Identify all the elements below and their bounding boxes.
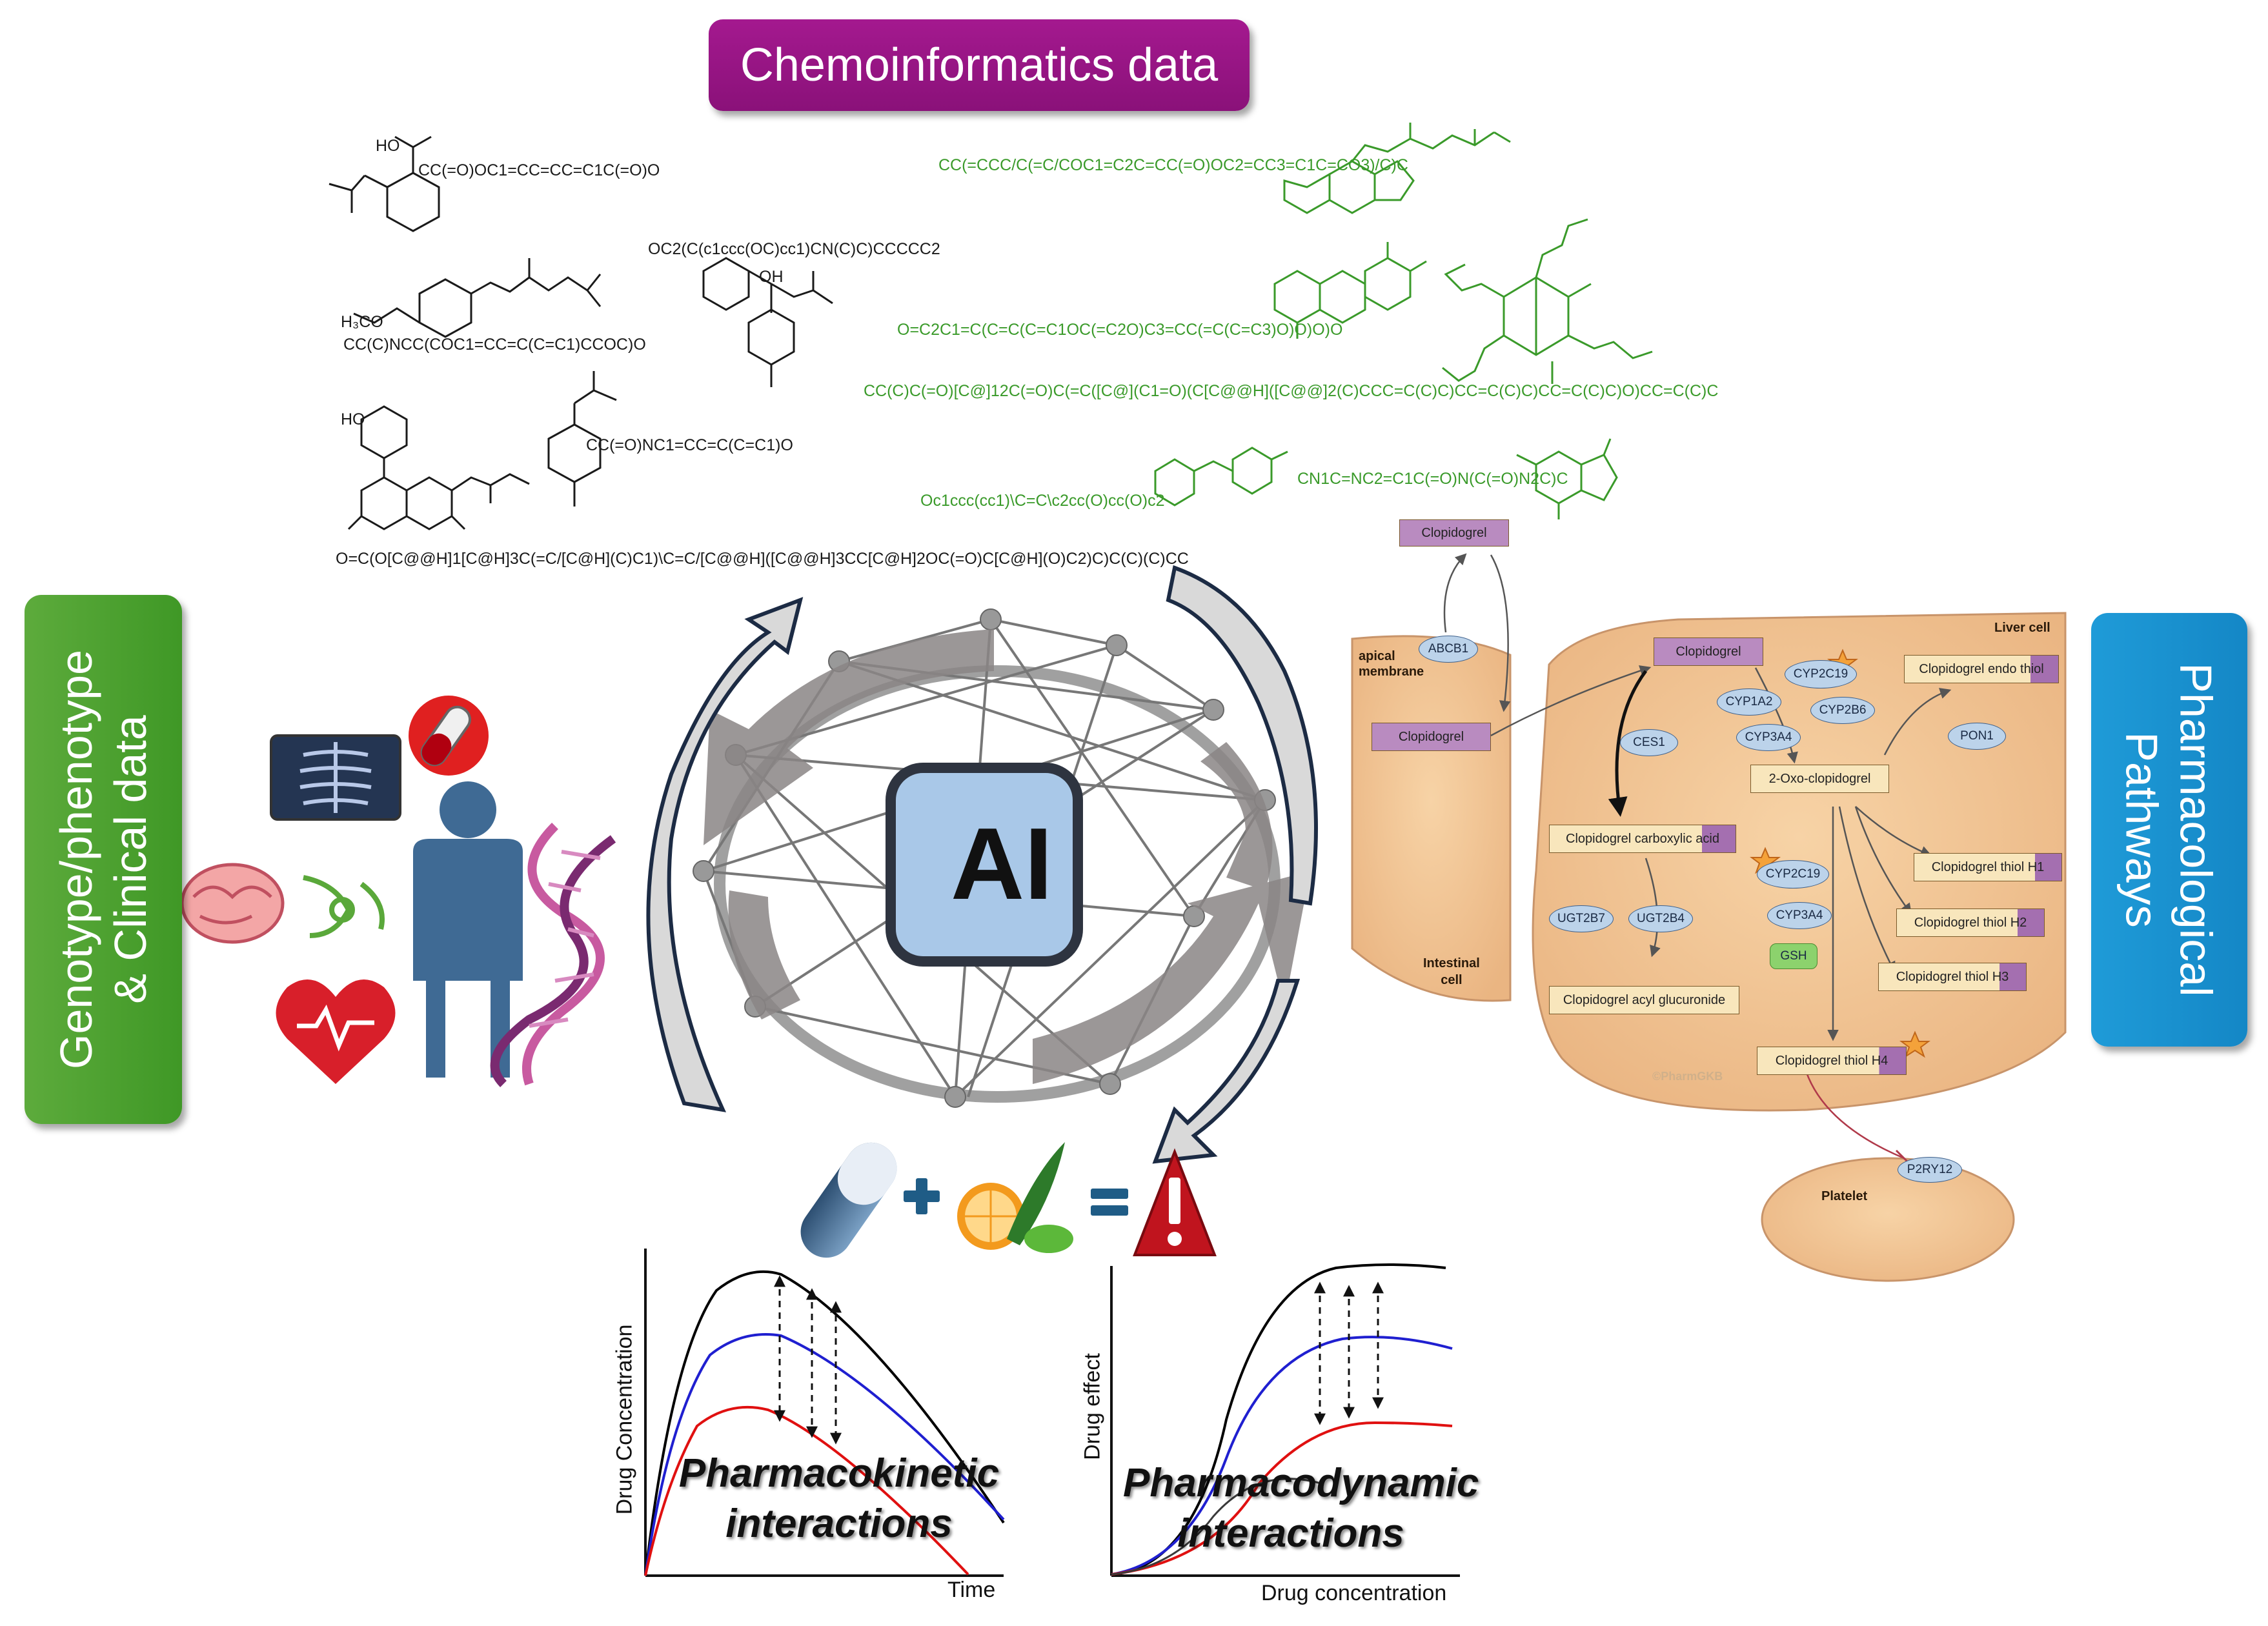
atom-label-oh: OH	[759, 268, 784, 286]
gsh-label: GSH	[1770, 943, 1817, 969]
ces1-enzyme: CES1	[1620, 729, 1678, 756]
dna-helix-icon	[490, 823, 616, 1087]
neuron-icon	[303, 875, 385, 938]
gray-cycle-arrows	[704, 629, 1310, 1084]
pk-title-line2: interactions	[725, 1501, 953, 1546]
smiles-venlafaxine: OC2(C(c1ccc(OC)cc1)CN(C)C)CCCCC2	[648, 240, 940, 258]
outer-cycle-arrows	[646, 565, 1318, 1164]
pk-plot-title: Pharmacokinetic interactions	[678, 1449, 1000, 1549]
heart-icon	[276, 979, 396, 1084]
pk-curve-blue	[644, 1333, 1005, 1576]
pd-plot	[1110, 1263, 1460, 1577]
smiles-caffeine: CN1C=NC2=C1C(=O)N(C(=O)N2C)C	[1297, 470, 1568, 488]
pd-curve-blue	[1111, 1336, 1453, 1576]
cyp2b6-enzyme: CYP2B6	[1810, 697, 1875, 724]
pd-y-axis-label: Drug effect	[1080, 1353, 1105, 1460]
simvastatin-structure	[347, 405, 530, 530]
liver-cell-label: Liver cell	[1994, 621, 2050, 635]
bergamottin-structure	[1283, 123, 1511, 214]
pd-title-line2: interactions	[1177, 1511, 1404, 1556]
pathways-label-line1: Pharmacological	[2171, 663, 2222, 997]
clopidogrel-intestinal-box: Clopidogrel	[1372, 723, 1491, 751]
pon1-enzyme: PON1	[1948, 723, 2006, 750]
equals-sign-icon	[1091, 1189, 1128, 1216]
pd-curve-dark	[1111, 1478, 1324, 1576]
aspirin-structure	[329, 136, 440, 232]
thiol-h4-box: Clopidogrel thiol H4	[1757, 1047, 1907, 1075]
intestinal-cell	[1351, 635, 1512, 1002]
smiles-bisoprolol: CC(C)NCC(COC1=CC=C(C=C1)CCOC)O	[343, 336, 646, 354]
thiol-h3-box: Clopidogrel thiol H3	[1878, 963, 2027, 991]
resveratrol-structure	[1154, 447, 1288, 507]
genotype-label-line2: & Clinical data	[105, 715, 156, 1004]
pharmgkb-watermark: ©PharmGKB	[1652, 1070, 1723, 1083]
ugt2b7-enzyme: UGT2B7	[1549, 905, 1614, 932]
ai-box	[886, 763, 1083, 967]
chemoinformatics-title: Chemoinformatics data	[709, 19, 1250, 111]
venlafaxine-structure	[702, 257, 833, 387]
platelet-cell	[1761, 1157, 2015, 1282]
carboxylic-acid-box: Clopidogrel carboxylic acid	[1549, 825, 1736, 853]
pathways-label-line2: Pathways	[2117, 732, 2168, 928]
pk-y-axis-label: Drug Concentration	[612, 1324, 637, 1515]
apical-membrane-label: apical membrane	[1359, 649, 1424, 679]
pd-title-line1: Pharmacodynamic	[1123, 1461, 1479, 1505]
atom-label-ho-carboxyl: HO	[376, 137, 400, 155]
pathway-arrows	[1443, 553, 1952, 1041]
pk-curve-black	[644, 1270, 1005, 1576]
hyperforin-structure	[1442, 218, 1653, 384]
pk-x-axis-label: Time	[947, 1578, 996, 1602]
smiles-resveratrol: Oc1ccc(cc1)\C=C\c2cc(O)cc(O)c2	[920, 492, 1165, 510]
pk-curve-red	[644, 1405, 969, 1576]
smiles-bergamottin: CC(=CCC/C(=C/COC1=C2C=CC(=O)OC2=CC3=C1C=…	[938, 156, 1408, 174]
clopidogrel-liver-box: Clopidogrel	[1654, 637, 1763, 666]
warning-icon	[1133, 1148, 1217, 1256]
intestinal-cell-label: Intestinal cell	[1423, 956, 1480, 987]
caffeine-structure	[1516, 438, 1618, 519]
acyl-glucuronide-box: Clopidogrel acyl glucuronide	[1549, 986, 1739, 1014]
smiles-simvastatin: O=C(O[C@@H]1[C@H]3C(=C/[C@H](C)C1)\C=C/[…	[336, 550, 1189, 568]
pd-x-axis-label: Drug concentration	[1261, 1581, 1447, 1605]
cyp2c19-enzyme-b: CYP2C19	[1757, 860, 1829, 888]
xray-icon	[270, 734, 401, 821]
quercetin-structure	[1273, 242, 1427, 339]
cyp1a2-enzyme: CYP1A2	[1717, 688, 1781, 716]
clopidogrel-top-box: Clopidogrel	[1399, 519, 1509, 547]
pk-plot	[644, 1249, 1005, 1577]
pd-plot-title: Pharmacodynamic interactions	[1123, 1458, 1479, 1559]
bisoprolol-structure	[353, 258, 602, 338]
brain-icon	[180, 863, 285, 944]
cyp3a4-enzyme-b: CYP3A4	[1767, 902, 1832, 929]
oxo-clopidogrel-box: 2-Oxo-clopidogrel	[1750, 765, 1889, 793]
genotype-label-line1: Genotype/phenotype	[51, 650, 101, 1069]
p2ry12-receptor: P2RY12	[1898, 1157, 1962, 1183]
pk-title-line1: Pharmacokinetic	[678, 1451, 1000, 1496]
thiol-h2-box: Clopidogrel thiol H2	[1896, 908, 2045, 937]
genotype-phenotype-label: Genotype/phenotype& Clinical data	[25, 595, 182, 1124]
platelet-label: Platelet	[1821, 1189, 1868, 1203]
smiles-quercetin: O=C2C1=C(C=C(C=C1OC(=C2O)C3=CC(=C(C=C3)O…	[897, 321, 1343, 339]
atom-label-ho: HO	[341, 410, 365, 428]
smiles-paracetamol: CC(=O)NC1=CC=C(C=C1)O	[586, 436, 793, 454]
cyp2c19-enzyme-a: CYP2C19	[1785, 660, 1857, 688]
blood-tube-icon	[409, 696, 489, 776]
herbs-icon	[957, 1142, 1073, 1253]
atom-label-h3co: H₃CO	[341, 313, 383, 331]
human-figure-icon	[413, 781, 523, 1078]
abcb1-transporter: ABCB1	[1419, 636, 1478, 663]
endo-thiol-box: Clopidogrel endo thiol	[1904, 655, 2059, 683]
capsule-icon	[800, 1142, 897, 1258]
cyp3a4-enzyme-a: CYP3A4	[1736, 724, 1801, 751]
smiles-hyperforin: CC(C)C(=O)[C@]12C(=O)C(=C([C@](C1=O)(C[C…	[864, 382, 1719, 400]
smiles-aspirin: CC(=O)OC1=CC=CC=C1C(=O)O	[418, 161, 660, 179]
plus-sign-icon	[904, 1178, 940, 1214]
ai-label: AI	[951, 807, 1053, 921]
paracetamol-structure	[547, 371, 617, 507]
thiol-h1-box: Clopidogrel thiol H1	[1914, 853, 2062, 881]
ugt2b4-enzyme: UGT2B4	[1628, 905, 1693, 932]
pd-curve-red	[1111, 1421, 1453, 1576]
